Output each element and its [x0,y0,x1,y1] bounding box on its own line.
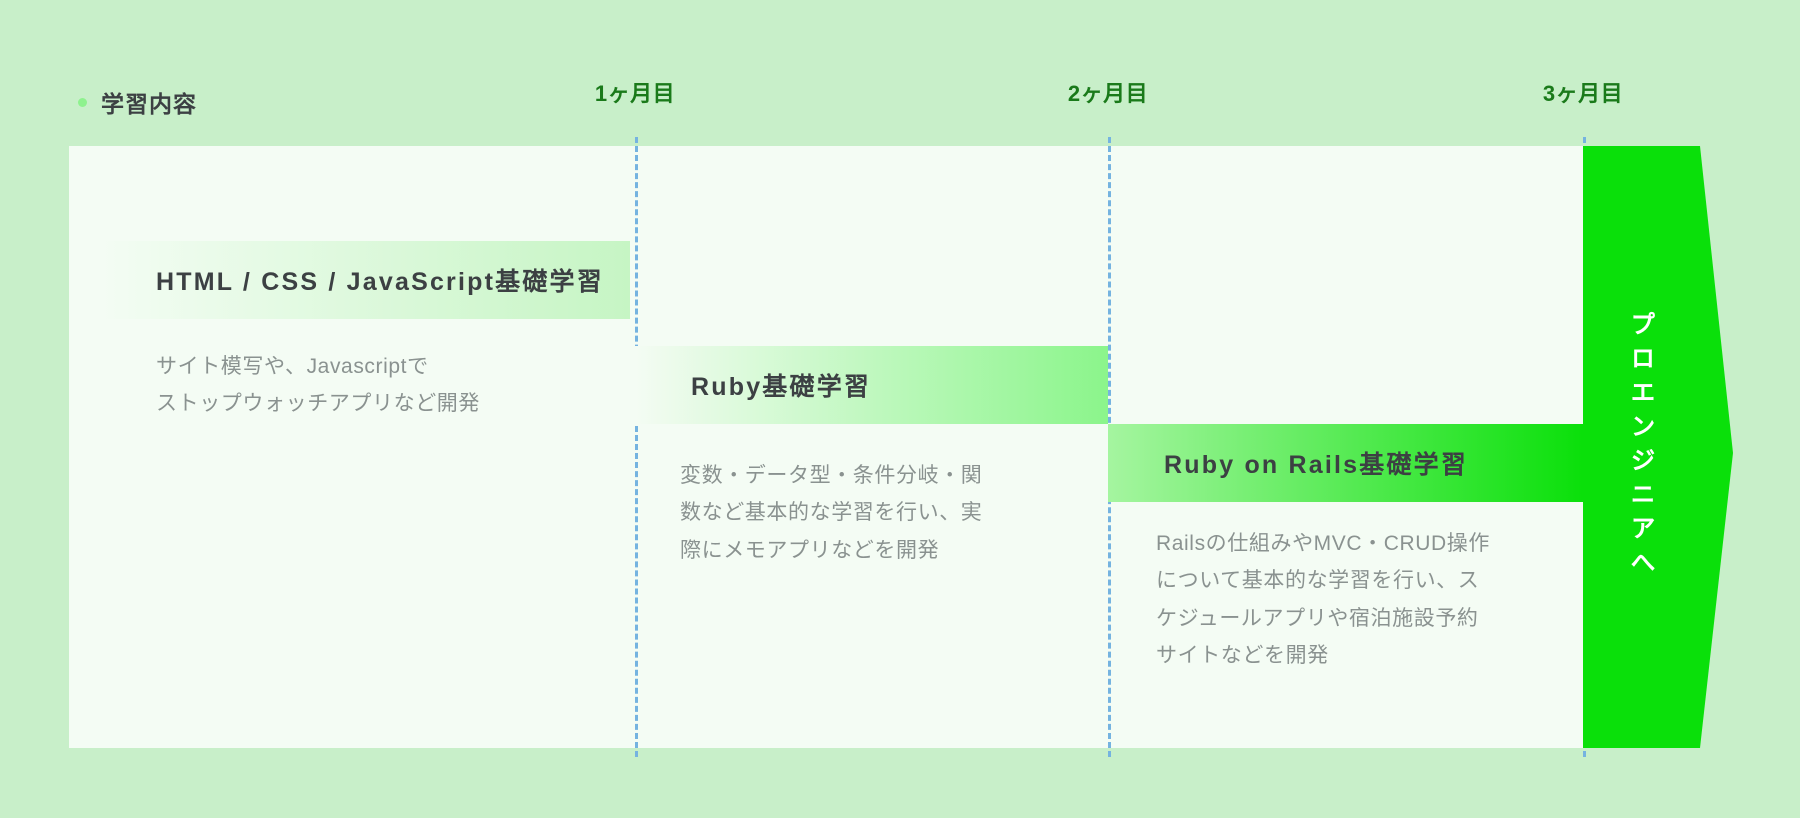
task-bar-ruby[interactable]: Ruby基礎学習 [635,346,1108,424]
task-title: Ruby基礎学習 [691,373,872,401]
legend: 学習内容 [78,85,197,119]
goal-label: プロエンジニアへ [1627,311,1655,583]
bullet-dot-icon [78,97,87,107]
task-title: HTML / CSS / JavaScript基礎学習 [156,268,604,296]
task-description-html-css-js: サイト模写や、Javascriptで ストップウォッチアプリなど開発 [156,355,480,416]
month-label-3: 3ヶ月目 [1542,81,1624,106]
goal-arrow: プロエンジニアへ [1583,146,1733,748]
month-divider-1 [635,137,638,757]
month-label-2: 2ヶ月目 [1067,81,1149,106]
task-title: Ruby on Rails基礎学習 [1164,451,1469,479]
task-description-ruby: 変数・データ型・条件分岐・関 数など基本的な学習を行い、実 際にメモアプリなどを… [680,464,983,562]
task-bar-rails[interactable]: Ruby on Rails基礎学習 [1108,424,1583,502]
task-bar-html-css-js[interactable]: HTML / CSS / JavaScript基礎学習 [100,241,630,319]
legend-label: 学習内容 [101,91,197,117]
month-label-1: 1ヶ月目 [594,81,676,106]
arrow-shape-icon [1583,146,1733,748]
task-description-rails: Railsの仕組みやMVC・CRUD操作 について基本的な学習を行い、ス ケジュ… [1156,532,1491,668]
